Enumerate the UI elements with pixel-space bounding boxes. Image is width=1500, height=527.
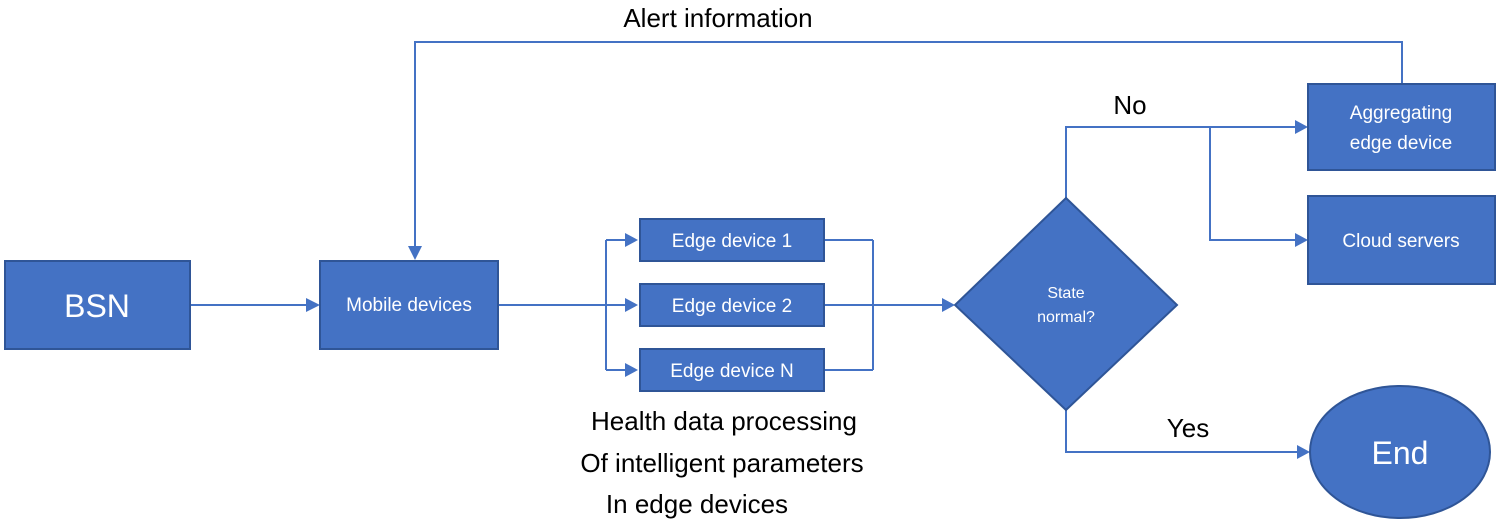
node-decision-line1: State: [1047, 285, 1084, 302]
node-bsn-label: BSN: [64, 288, 130, 324]
node-aggregating-line1: Aggregating: [1350, 103, 1452, 124]
label-yes: Yes: [1167, 413, 1209, 443]
caption-line-2: Of intelligent parameters: [580, 448, 863, 478]
node-bsn: BSN: [4, 260, 191, 350]
node-aggregating-line2: edge device: [1350, 133, 1452, 154]
node-aggregating-edge-device: Aggregating edge device: [1307, 83, 1496, 171]
label-no: No: [1113, 90, 1146, 120]
arrowhead-aggregating: [1295, 120, 1308, 134]
label-alert-information: Alert information: [623, 3, 812, 33]
arrowhead-decision: [942, 298, 955, 312]
arrowhead-mobile: [306, 298, 320, 312]
arrowhead-cloud: [1295, 233, 1308, 247]
node-cloud-servers-label: Cloud servers: [1342, 231, 1459, 252]
node-decision: State normal?: [953, 196, 1179, 412]
caption-line-3: In edge devices: [606, 489, 788, 519]
node-mobile-devices: Mobile devices: [319, 260, 499, 350]
node-edge-device-2-label: Edge device 2: [672, 296, 792, 317]
arrowhead-alert: [408, 246, 422, 260]
arrowhead-edge2: [625, 298, 638, 312]
edge-no-to-cloud: [1209, 127, 1298, 241]
node-cloud-servers: Cloud servers: [1307, 195, 1496, 285]
node-end-label: End: [1372, 435, 1429, 471]
arrowhead-edgeN: [625, 363, 638, 377]
arrowhead-edge1: [625, 233, 638, 247]
node-edge-device-1-label: Edge device 1: [672, 231, 792, 252]
caption-line-1: Health data processing: [591, 406, 857, 436]
edge-decision-no: [1065, 126, 1298, 198]
edge-decision-yes: [1065, 410, 1300, 453]
node-end: End: [1309, 385, 1491, 519]
edge-alert-feedback: [414, 41, 1403, 250]
node-mobile-devices-label: Mobile devices: [346, 295, 472, 316]
arrowhead-end: [1297, 445, 1310, 459]
node-edge-device-1: Edge device 1: [639, 218, 825, 262]
node-edge-device-n-label: Edge device N: [670, 361, 794, 382]
node-decision-line2: normal?: [1037, 309, 1095, 326]
caption-health-data: Health data processing Of intelligent pa…: [580, 406, 863, 519]
node-edge-device-2: Edge device 2: [639, 283, 825, 327]
node-edge-device-n: Edge device N: [639, 348, 825, 392]
